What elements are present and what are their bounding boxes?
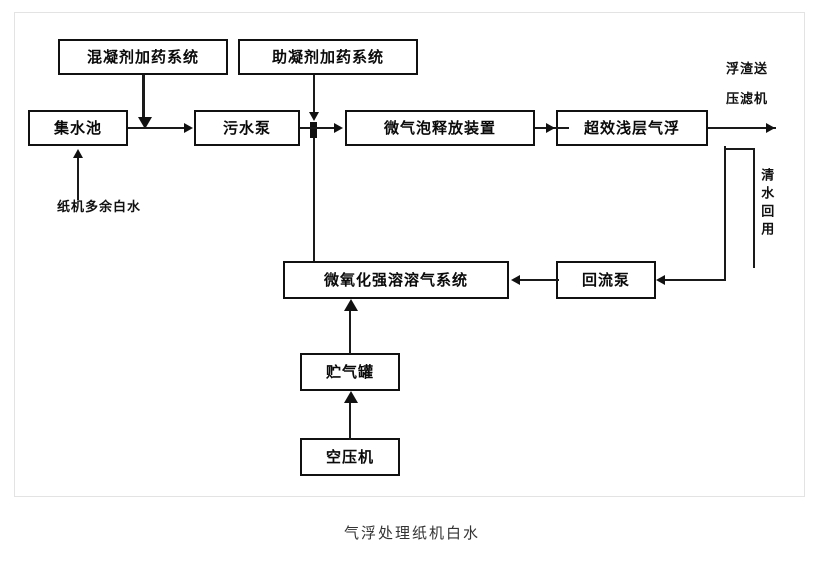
node-sewage-pump-label: 污水泵 — [222, 118, 271, 137]
connector-collection-tank-to-sewage-pump — [128, 127, 186, 129]
arrowhead-scum-out — [766, 123, 775, 133]
connector-coagulant-to-main — [142, 75, 145, 119]
node-gas-storage-tank[interactable]: 贮气罐 — [300, 353, 400, 391]
arrowhead-to-microbubble — [334, 123, 343, 133]
connector-clear-water-reuse — [753, 148, 755, 268]
label-scum-line1: 浮渣送 — [726, 62, 769, 77]
node-gas-storage-tank-label: 贮气罐 — [325, 362, 374, 381]
arrowhead-to-flotation — [546, 123, 555, 133]
arrowhead-air-to-gas-tank — [344, 391, 358, 403]
arrowhead-flocculant-dosing — [309, 112, 319, 121]
node-flocculant-dosing[interactable]: 助凝剂加药系统 — [238, 39, 418, 75]
connector-recycle-to-reflux-pump — [664, 279, 726, 281]
connector-gas-tank-to-dissolved-air — [349, 308, 351, 354]
node-micro-oxidation-dissolved-air[interactable]: 微氧化强溶溶气系统 — [283, 261, 509, 299]
node-coagulant-dosing-label: 混凝剂加药系统 — [86, 47, 199, 66]
connector-reflux-pump-to-dissolved-air — [519, 279, 559, 281]
connector-dissolved-air-to-injection — [313, 138, 315, 261]
node-microbubble-release[interactable]: 微气泡释放装置 — [345, 110, 535, 146]
diagram-frame — [14, 12, 805, 497]
node-air-compressor[interactable]: 空压机 — [300, 438, 400, 476]
connector-flotation-down — [724, 146, 726, 280]
node-shallow-air-flotation[interactable]: 超效浅层气浮 — [556, 110, 708, 146]
arrowhead-to-dissolved-air — [511, 275, 520, 285]
label-scum-line2: 压滤机 — [726, 92, 769, 107]
connector-flotation-to-filterpress — [708, 127, 776, 129]
connector-air-compressor-to-gas-tank — [349, 400, 351, 440]
arrowhead-gas-to-dissolved-air — [344, 299, 358, 311]
label-influent: 纸机多余白水 — [57, 200, 142, 215]
arrowhead-coagulant-dosing — [138, 117, 152, 129]
arrowhead-to-reflux-pump — [656, 275, 665, 285]
figure-caption: 气浮处理纸机白水 — [343, 524, 480, 542]
node-shallow-air-flotation-label: 超效浅层气浮 — [583, 118, 680, 137]
connector-sewage-pump-to-microbubble — [300, 127, 336, 129]
connector-clear-water-branch — [724, 148, 755, 150]
arrowhead-influent — [73, 149, 83, 158]
node-collection-tank-label: 集水池 — [53, 118, 102, 137]
arrowhead-to-sewage-pump — [184, 123, 193, 133]
node-flocculant-dosing-label: 助凝剂加药系统 — [271, 47, 384, 66]
connector-flocculant-to-injection — [313, 75, 315, 116]
node-reflux-pump[interactable]: 回流泵 — [556, 261, 656, 299]
valve-injection-point — [310, 122, 317, 138]
node-microbubble-release-label: 微气泡释放装置 — [383, 118, 496, 137]
node-collection-tank[interactable]: 集水池 — [28, 110, 128, 146]
node-air-compressor-label: 空压机 — [325, 447, 374, 466]
node-sewage-pump[interactable]: 污水泵 — [194, 110, 300, 146]
node-reflux-pump-label: 回流泵 — [581, 270, 630, 289]
node-coagulant-dosing[interactable]: 混凝剂加药系统 — [58, 39, 228, 75]
label-clear-water-reuse: 清水回用 — [758, 168, 774, 240]
node-micro-oxidation-dissolved-air-label: 微氧化强溶溶气系统 — [323, 270, 468, 289]
connector-influent-to-collection-tank — [77, 158, 79, 200]
